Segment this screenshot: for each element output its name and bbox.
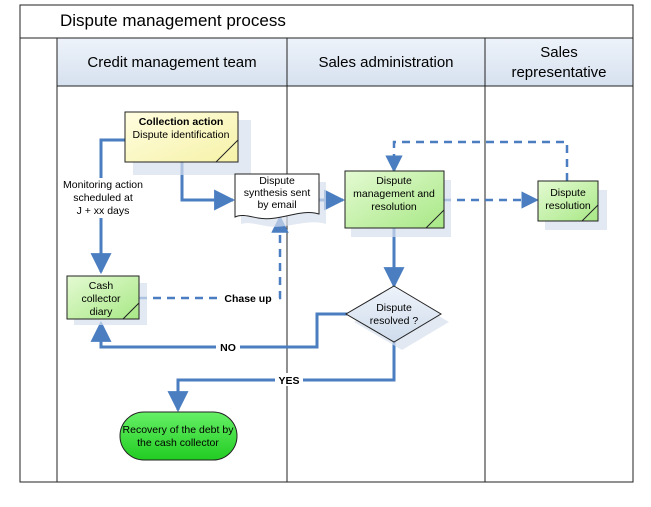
lane-header-sales-admin — [286, 37, 486, 87]
node-decision-line2: resolved ? — [370, 315, 419, 327]
node-decision-line1: Dispute — [376, 302, 412, 314]
node-cash-diary-corner-mark — [122, 302, 140, 320]
node-dispute-res-line2: resolution — [545, 200, 591, 212]
node-dispute-mgmt-corner-mark — [425, 209, 445, 229]
node-dispute-synthesis-document — [234, 173, 320, 220]
flow-rep-back-to-dispute-mgmt — [385, 140, 569, 181]
lane-label-sales-admin: Sales administration — [318, 54, 453, 71]
monitoring-label-line3: J + xx days — [77, 205, 130, 217]
node-synthesis-line2: synthesis sent — [244, 187, 311, 199]
node-recovery-line1: Recovery of the debt by — [123, 424, 235, 436]
lane-label-credit: Credit management team — [87, 54, 256, 71]
node-collection-subtitle: Dispute identification — [133, 129, 230, 141]
node-cash-collector-diary — [66, 275, 140, 320]
node-recovery-line2: the cash collector — [137, 437, 219, 449]
chase-up-label-bg — [222, 291, 274, 305]
lane-label-sales-rep-1: Sales — [540, 44, 578, 61]
node-cash-diary-line1: Cash — [89, 280, 114, 292]
node-dispute-mgmt-line3: resolution — [371, 201, 417, 213]
node-dispute-res-line1: Dispute — [550, 187, 586, 199]
yes-label: YES — [278, 375, 299, 387]
flow-cash-diary-chase-up — [139, 215, 289, 300]
monitoring-label-bg — [60, 178, 150, 218]
node-dispute-mgmt-line1: Dispute — [376, 175, 412, 187]
node-dispute-res-corner-mark — [581, 204, 599, 222]
node-cash-diary-line2: collector — [81, 293, 121, 305]
node-synthesis-line3: by email — [257, 199, 296, 211]
diagram-title: Dispute management process — [60, 11, 286, 30]
monitoring-label-line1: Monitoring action — [63, 179, 143, 191]
node-recovery-terminal — [119, 411, 238, 461]
node-synthesis-line1: Dispute — [259, 175, 295, 187]
node-cash-diary-line3: diary — [90, 306, 114, 318]
yes-label-bg — [275, 373, 303, 386]
node-dispute-resolved-decision — [345, 285, 442, 343]
no-label-bg — [216, 340, 240, 353]
monitoring-label-line2: scheduled at — [73, 192, 133, 204]
flow-collection-to-cash-diary — [90, 138, 125, 275]
node-dispute-mgmt-line2: management and — [353, 188, 435, 200]
node-collection-title: Collection action — [139, 116, 224, 128]
chase-up-label: Chase up — [224, 293, 271, 305]
node-collection-corner-mark — [215, 139, 239, 163]
node-collection-action — [124, 111, 239, 163]
lane-header-credit — [56, 37, 288, 87]
no-label: NO — [220, 342, 236, 354]
flow-decision-no — [90, 312, 348, 349]
lane-label-sales-rep-2: representative — [511, 64, 606, 81]
lane-header-sales-rep — [484, 37, 634, 87]
node-dispute-management — [344, 170, 445, 229]
